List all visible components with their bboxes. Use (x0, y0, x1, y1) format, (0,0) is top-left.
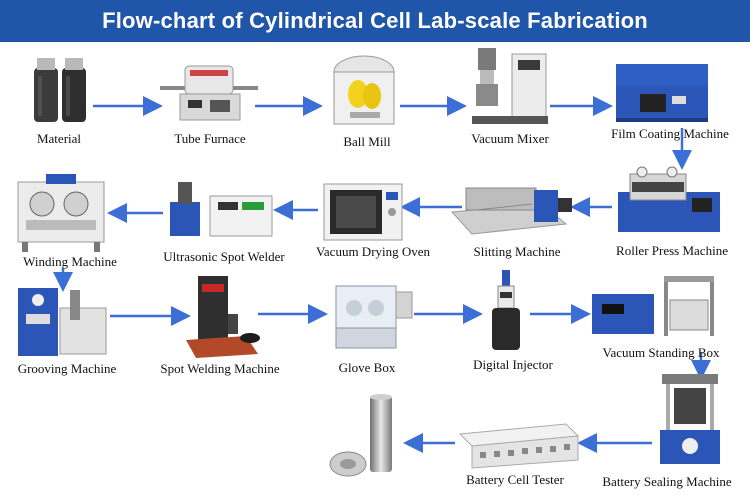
step-label: Vacuum Drying Oven (315, 244, 431, 259)
slitting-machine-image (450, 187, 572, 235)
step-label: Tube Furnace (174, 131, 246, 146)
step-label: Material (36, 131, 82, 146)
step-label: Winding Machine (23, 254, 117, 269)
tube-furnace-image (160, 65, 258, 121)
winding-machine-image (17, 174, 105, 252)
step-label: Slitting Machine (473, 244, 561, 259)
step-label: Battery Sealing Machine (602, 474, 732, 489)
step-label: Ultrasonic Spot Welder (163, 249, 285, 264)
step-label: Ball Mill (343, 134, 391, 149)
vacuum-drying-oven-image (323, 183, 403, 241)
cylindrical-cell-image (329, 394, 392, 477)
ultrasonic-spot-welder-image (170, 182, 273, 237)
glove-box-image (335, 285, 413, 349)
step-label: Vacuum Standing Box (602, 345, 720, 360)
page-title: Flow-chart of Cylindrical Cell Lab-scale… (102, 8, 648, 33)
step-label: Battery Cell Tester (466, 472, 564, 487)
vacuum-standing-box-image (592, 276, 714, 336)
step-label: Roller Press Machine (616, 243, 728, 258)
step-label: Vacuum Mixer (471, 131, 549, 146)
roller-press-machine-image (618, 166, 720, 232)
digital-injector-image (492, 270, 520, 350)
step-label: Film Coating Machine (611, 126, 729, 141)
step-label: Digital Injector (473, 357, 553, 372)
vacuum-mixer-image (472, 48, 548, 124)
step-label: Grooving Machine (17, 361, 117, 376)
step-label: Glove Box (338, 360, 396, 375)
film-coating-machine-image (616, 64, 708, 122)
grooving-machine-image (18, 288, 107, 356)
title-banner: Flow-chart of Cylindrical Cell Lab-scale… (0, 0, 750, 42)
ball-mill-image (333, 55, 395, 125)
battery-sealing-machine-image (660, 374, 720, 464)
battery-cell-tester-image (458, 423, 580, 469)
material-bottles-image (34, 58, 86, 122)
step-label: Spot Welding Machine (160, 361, 280, 376)
spot-welding-machine-image (186, 276, 260, 358)
